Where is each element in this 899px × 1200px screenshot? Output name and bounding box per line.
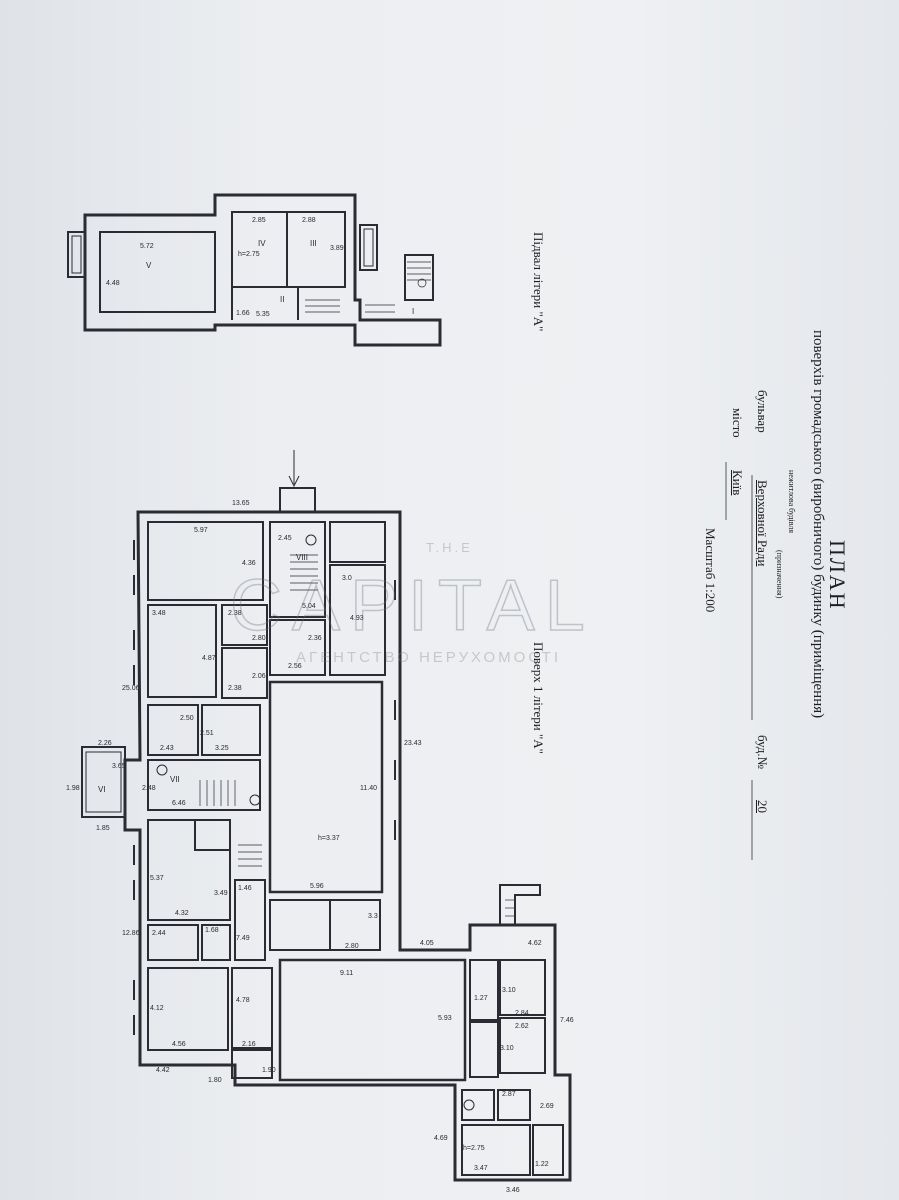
basement-dim-1: 5.72 xyxy=(140,243,154,250)
floor1-dim-31: 4.56 xyxy=(172,1041,186,1048)
floor1-dim-48: 4.93 xyxy=(350,615,364,622)
floor1-dim-17: 3.65 xyxy=(112,763,126,770)
floor1-dim-1: 5.97 xyxy=(194,527,208,534)
floor1-dim-27: 3.3 xyxy=(368,913,378,920)
floor1-dim-2: 4.36 xyxy=(242,560,256,567)
basement-plan xyxy=(67,193,442,347)
floor1-dim-29: 9.11 xyxy=(340,970,353,977)
floor1-outer-dim-10: 4.05 xyxy=(420,940,434,947)
basement-dim-6: 3.89 xyxy=(330,245,344,252)
floor1-dim-5: 2.38 xyxy=(228,610,242,617)
floor1-dim-12: 2.50 xyxy=(180,715,194,722)
basement-room-ii: II xyxy=(280,295,284,304)
floor1-outer-dim-3: 12.86 xyxy=(122,930,140,937)
floor1-dim-47: 11.40 xyxy=(360,785,377,792)
basement-dim-5: h=2.75 xyxy=(238,251,260,258)
floor1-dim-39: 2.62 xyxy=(515,1023,529,1030)
floor1-dim-20: 3.49 xyxy=(214,890,228,897)
floor1-outer-dim-2: 25.06 xyxy=(122,685,140,692)
basement-dim-8: 5.35 xyxy=(256,311,270,318)
floor1-dim-24: 1.68 xyxy=(205,927,219,934)
floor1-outer-dim-5: 1.80 xyxy=(208,1077,222,1084)
floor1-dim-9: 2.36 xyxy=(308,635,322,642)
floor1-outer-dim-6: 4.69 xyxy=(434,1135,448,1142)
basement-room-iii: III xyxy=(310,239,317,248)
floor1-dim-26: 5.96 xyxy=(310,883,324,890)
floor1-dim-41: 2.87 xyxy=(502,1091,516,1098)
floor1-dim-30: 4.12 xyxy=(150,1005,164,1012)
floor1-outer-dim-8: 7.46 xyxy=(560,1017,574,1024)
floor1-plan xyxy=(81,487,572,1182)
floor1-dim-7: 2.80 xyxy=(252,635,266,642)
floor1-dim-46: h=3.37 xyxy=(318,835,340,842)
floor1-dim-42: 2.69 xyxy=(540,1103,554,1110)
floor1-dim-45: h=2.75 xyxy=(463,1145,485,1152)
floor1-outer-dim-12: 2.26 xyxy=(98,740,112,747)
floor1-dim-38: 2.84 xyxy=(515,1010,529,1017)
floor1-dim-33: 1.90 xyxy=(262,1067,276,1074)
floor1-dim-25: 7.49 xyxy=(236,935,250,942)
floor1-dim-23: 2.44 xyxy=(152,930,166,937)
floor1-outer-dim-4: 4.42 xyxy=(156,1067,170,1074)
floor1-outer-dim-9: 4.62 xyxy=(528,940,542,947)
basement-dim-7: 1.66 xyxy=(236,310,250,317)
floor1-dim-28: 2.80 xyxy=(345,943,359,950)
floor1-dim-15: 3.25 xyxy=(215,745,229,752)
floor1-dim-18: 2.48 xyxy=(142,785,156,792)
floor1-dim-14: 2.43 xyxy=(160,745,174,752)
floor1-dim-4: 3.48 xyxy=(152,610,166,617)
floor1-outer-dim-7: 3.46 xyxy=(506,1187,520,1194)
floor1-outer-dim-14: 1.85 xyxy=(96,825,110,832)
basement-dim-2: 4.48 xyxy=(106,280,120,287)
floor1-room-viii: VIII xyxy=(296,553,308,562)
floor1-outer-dim-11: 23.43 xyxy=(404,740,422,747)
floor1-room-vi: VI xyxy=(98,785,106,794)
floor1-dim-43: 3.47 xyxy=(474,1165,488,1172)
floor1-outer-dim-1: 13.65 xyxy=(232,500,250,507)
floor1-outer-dim-13: 1.98 xyxy=(66,785,80,792)
floor1-dim-49: 5.04 xyxy=(302,603,316,610)
floor1-dim-11: 2.38 xyxy=(228,685,242,692)
floor1-dim-50: 3.0 xyxy=(342,575,352,582)
floor1-dim-8: 2.06 xyxy=(252,673,266,680)
floor1-dim-19: 5.37 xyxy=(150,875,164,882)
floor1-dim-6: 4.87 xyxy=(202,655,216,662)
floor1-dim-37: 3.10 xyxy=(502,987,516,994)
floor1-dim-22: 1.46 xyxy=(238,885,252,892)
basement-dim-4: 2.88 xyxy=(302,217,316,224)
floor1-dim-44: 1.22 xyxy=(535,1161,549,1168)
floor1-dim-36: 1.27 xyxy=(474,995,488,1002)
floor1-room-vii: VII xyxy=(170,775,180,784)
floor1-dim-35: 4.78 xyxy=(236,997,250,1004)
floor1-dim-16: 6.46 xyxy=(172,800,186,807)
basement-room-iv: IV xyxy=(258,239,266,248)
basement-room-v: V xyxy=(146,261,152,270)
basement-dim-3: 2.85 xyxy=(252,217,266,224)
floor1-dim-10: 2.56 xyxy=(288,663,302,670)
floor1-dim-21: 4.32 xyxy=(175,910,189,917)
floor1-dim-34: 5.93 xyxy=(438,1015,452,1022)
floor1-dim-3: 2.45 xyxy=(278,535,292,542)
floor1-dim-32: 2.16 xyxy=(242,1041,256,1048)
basement-room-i: I xyxy=(412,307,414,316)
floor1-dim-40: 3.10 xyxy=(500,1045,514,1052)
floor1-dim-13: 2.51 xyxy=(200,730,214,737)
